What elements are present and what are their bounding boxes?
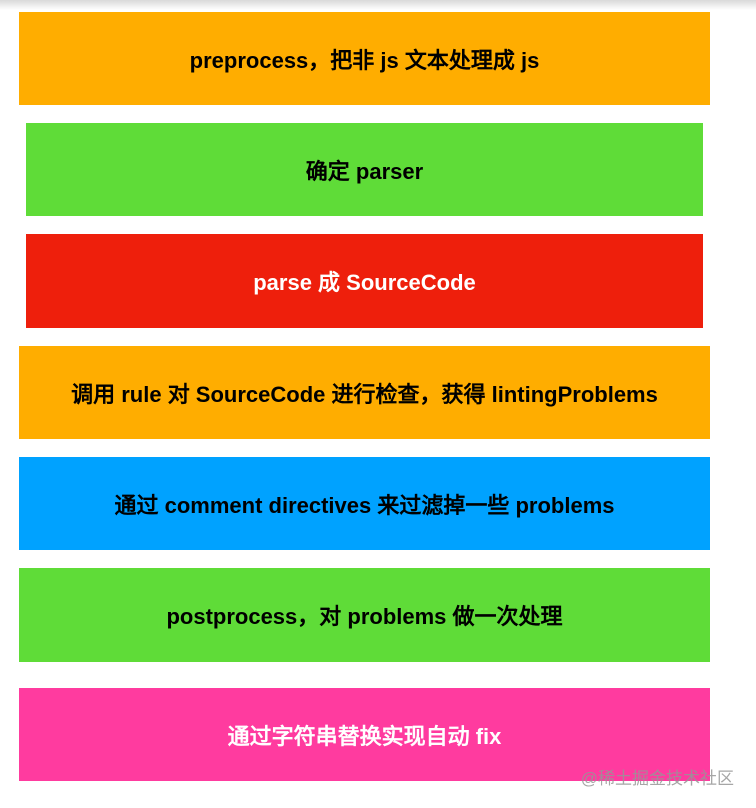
step-postprocess-label: postprocess，对 problems 做一次处理 <box>166 604 563 629</box>
window-top-edge <box>0 0 756 10</box>
step-autofix: 通过字符串替换实现自动 fix <box>19 688 710 781</box>
step-preprocess: preprocess，把非 js 文本处理成 js <box>19 12 710 105</box>
step-postprocess: postprocess，对 problems 做一次处理 <box>19 568 710 662</box>
step-run-rules: 调用 rule 对 SourceCode 进行检查，获得 lintingProb… <box>19 346 710 439</box>
step-autofix-label: 通过字符串替换实现自动 fix <box>227 723 502 749</box>
step-determine-parser: 确定 parser <box>26 123 703 216</box>
step-determine-parser-label: 确定 parser <box>305 158 424 184</box>
step-comment-directives: 通过 comment directives 来过滤掉一些 problems <box>19 457 710 550</box>
step-preprocess-label: preprocess，把非 js 文本处理成 js <box>189 47 540 73</box>
step-parse-sourcecode-label: parse 成 SourceCode <box>253 270 476 295</box>
step-comment-directives-label: 通过 comment directives 来过滤掉一些 problems <box>114 492 615 518</box>
step-parse-sourcecode: parse 成 SourceCode <box>26 234 703 328</box>
step-run-rules-label: 调用 rule 对 SourceCode 进行检查，获得 lintingProb… <box>71 381 658 407</box>
watermark: @稀土掘金技术社区 <box>580 769 734 788</box>
